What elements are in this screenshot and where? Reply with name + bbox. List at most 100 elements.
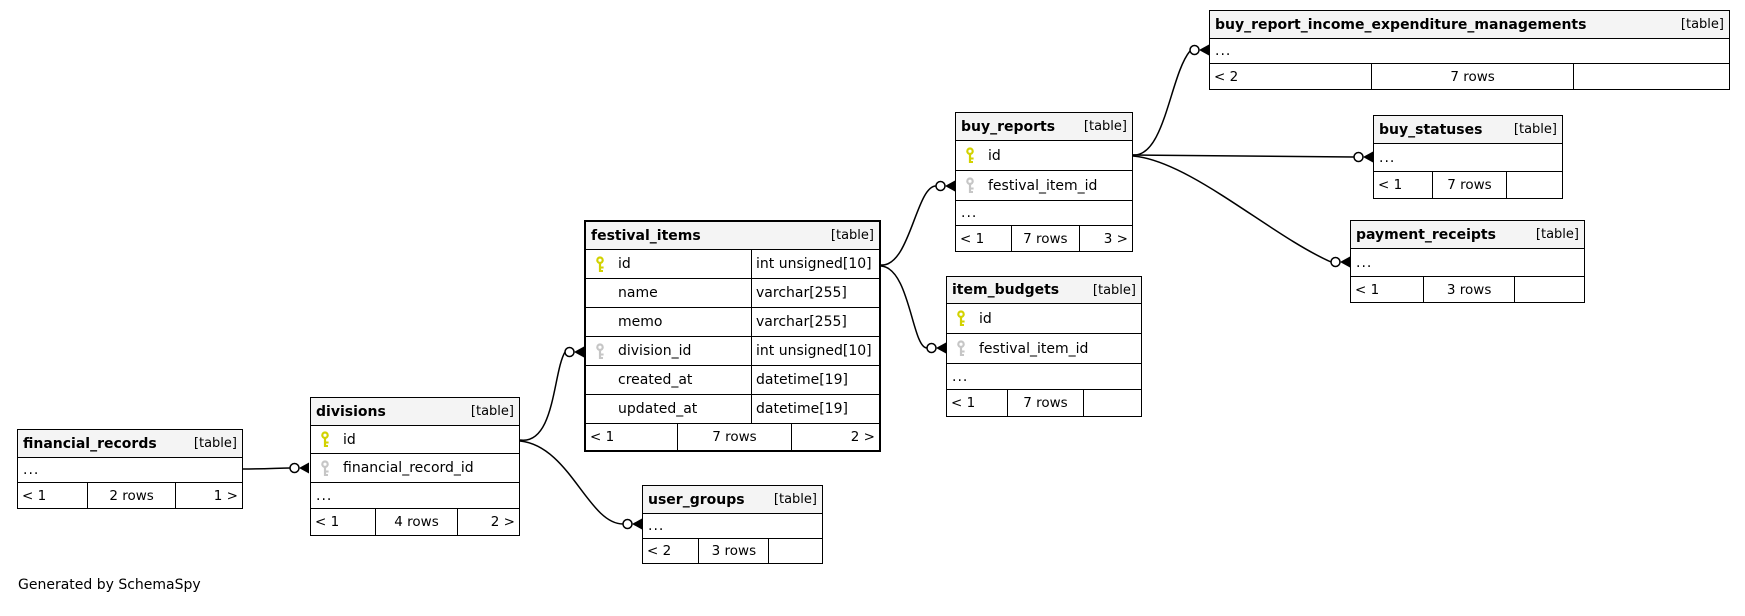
table-type-label: [table] <box>830 228 874 243</box>
column-name: id <box>979 310 992 327</box>
table-buy_reports: buy_reports[table]id festival_item_id... <… <box>955 112 1133 252</box>
table-header-buy_report_income_expenditure_managements[interactable]: buy_report_income_expenditure_management… <box>1210 11 1729 39</box>
hidden-columns-label: ... <box>23 462 40 478</box>
table-type-label: [table] <box>470 404 514 419</box>
footer-parents-count <box>1082 390 1141 416</box>
table-type-label: [table] <box>773 492 817 507</box>
footer-parents-count <box>1573 64 1729 89</box>
table-name: divisions <box>316 403 386 420</box>
table-header-payment_receipts[interactable]: payment_receipts [table] <box>1351 221 1584 249</box>
column-type-cell: int unsigned[10] <box>751 250 879 278</box>
crow-foot-arrow <box>1199 44 1209 56</box>
hidden-columns-row: ... <box>947 364 1141 390</box>
key-cell <box>947 340 979 357</box>
column-type-cell: datetime[19] <box>751 395 879 423</box>
footer-parents-count: 2 > <box>791 424 879 450</box>
column-type: varchar[255] <box>756 314 847 330</box>
crow-foot-arrow <box>1363 151 1373 163</box>
column-row-festival_item_id: festival_item_id <box>947 334 1141 364</box>
column-row-updated_at: updated_at datetime[19] <box>586 395 879 424</box>
footer-row-count: 3 rows <box>1423 277 1514 302</box>
hidden-columns-row: ... <box>311 483 519 509</box>
column-name: id <box>988 147 1001 164</box>
table-header-user_groups[interactable]: user_groups[table] <box>643 486 822 514</box>
crow-foot-arrow <box>1340 256 1350 268</box>
table-header-item_budgets[interactable]: item_budgets[table] <box>947 277 1141 304</box>
footer-children-count: < 1 <box>1378 177 1403 193</box>
column-name-cell: id <box>947 304 992 333</box>
column-type-cell: varchar[255] <box>751 308 879 336</box>
hidden-columns-row: ... <box>18 458 242 483</box>
primary-key-icon <box>966 147 974 163</box>
table-type-label: [table] <box>193 436 237 451</box>
crow-foot-arrow <box>936 342 946 354</box>
table-festival_items: festival_items[table]id int unsigned[10] n… <box>584 220 881 452</box>
column-name-cell: id <box>956 141 1001 170</box>
hidden-columns-label: ... <box>961 205 978 221</box>
zero-or-one-circle <box>926 342 937 354</box>
key-cell <box>311 431 343 448</box>
table-payment_receipts: payment_receipts [table]... < 1 3 rows <box>1350 220 1585 303</box>
table-header-divisions[interactable]: divisions [table] <box>311 398 519 426</box>
footer-children-count: < 1 <box>951 395 976 411</box>
column-name: festival_item_id <box>979 340 1089 357</box>
column-name-cell: id <box>311 426 356 453</box>
foreign-key-icon <box>321 459 329 476</box>
column-name-cell: name <box>586 279 751 307</box>
column-name: name <box>618 285 658 301</box>
table-header-buy_statuses[interactable]: buy_statuses[table] <box>1374 116 1562 144</box>
column-name-cell: updated_at <box>586 395 751 423</box>
column-type: datetime[19] <box>756 401 848 417</box>
footer-children-count: < 1 <box>22 487 47 504</box>
table-header-buy_reports[interactable]: buy_reports[table] <box>956 113 1132 141</box>
column-type: int unsigned[10] <box>756 256 872 272</box>
table-footer-buy_statuses: < 1 7 rows <box>1374 172 1562 198</box>
footer-row-count: 2 rows <box>87 483 174 508</box>
table-name: payment_receipts <box>1356 226 1496 243</box>
hidden-columns-label: ... <box>1215 43 1232 59</box>
primary-key-icon <box>321 431 329 447</box>
footer-row-count: 3 rows <box>698 539 768 563</box>
key-cell <box>947 310 979 327</box>
column-name: festival_item_id <box>988 177 1098 194</box>
column-name: created_at <box>618 372 693 388</box>
footer-row-count: 4 rows <box>375 509 456 535</box>
zero-or-one-circle <box>1330 256 1341 268</box>
key-cell <box>586 342 618 360</box>
column-name: financial_record_id <box>343 460 474 476</box>
table-type-label: [table] <box>1092 282 1136 298</box>
relationship-buy_reports-to-buy_statuses <box>1132 151 1373 163</box>
hidden-columns-row: ... <box>956 201 1132 226</box>
footer-children-count: < 1 <box>960 230 985 247</box>
column-name: division_id <box>618 343 692 359</box>
column-name: id <box>618 256 631 272</box>
table-header-festival_items[interactable]: festival_items[table] <box>586 222 879 250</box>
crow-foot-arrow <box>632 518 642 530</box>
footer-row-count: 7 rows <box>1010 226 1080 251</box>
relationship-divisions-to-festival_items <box>519 346 584 441</box>
table-header-financial_records[interactable]: financial_records [table] <box>18 430 242 458</box>
column-name-cell: financial_record_id <box>311 454 474 482</box>
column-type: int unsigned[10] <box>756 343 872 359</box>
table-name: financial_records <box>23 435 157 452</box>
column-row-id: id <box>956 141 1132 171</box>
generated-by-note: Generated by SchemaSpy <box>18 577 201 593</box>
table-item_budgets: item_budgets[table]id festival_item_id...… <box>946 276 1142 417</box>
table-type-label: [table] <box>1535 227 1579 242</box>
foreign-key-icon <box>596 342 604 359</box>
hidden-columns-row: ... <box>1351 249 1584 277</box>
footer-row-count: 7 rows <box>676 424 791 450</box>
hidden-columns-row: ... <box>1210 39 1729 64</box>
footer-children-count: < 1 <box>1355 281 1380 298</box>
footer-parents-count <box>1505 172 1562 198</box>
footer-row-count: 7 rows <box>1432 172 1505 198</box>
